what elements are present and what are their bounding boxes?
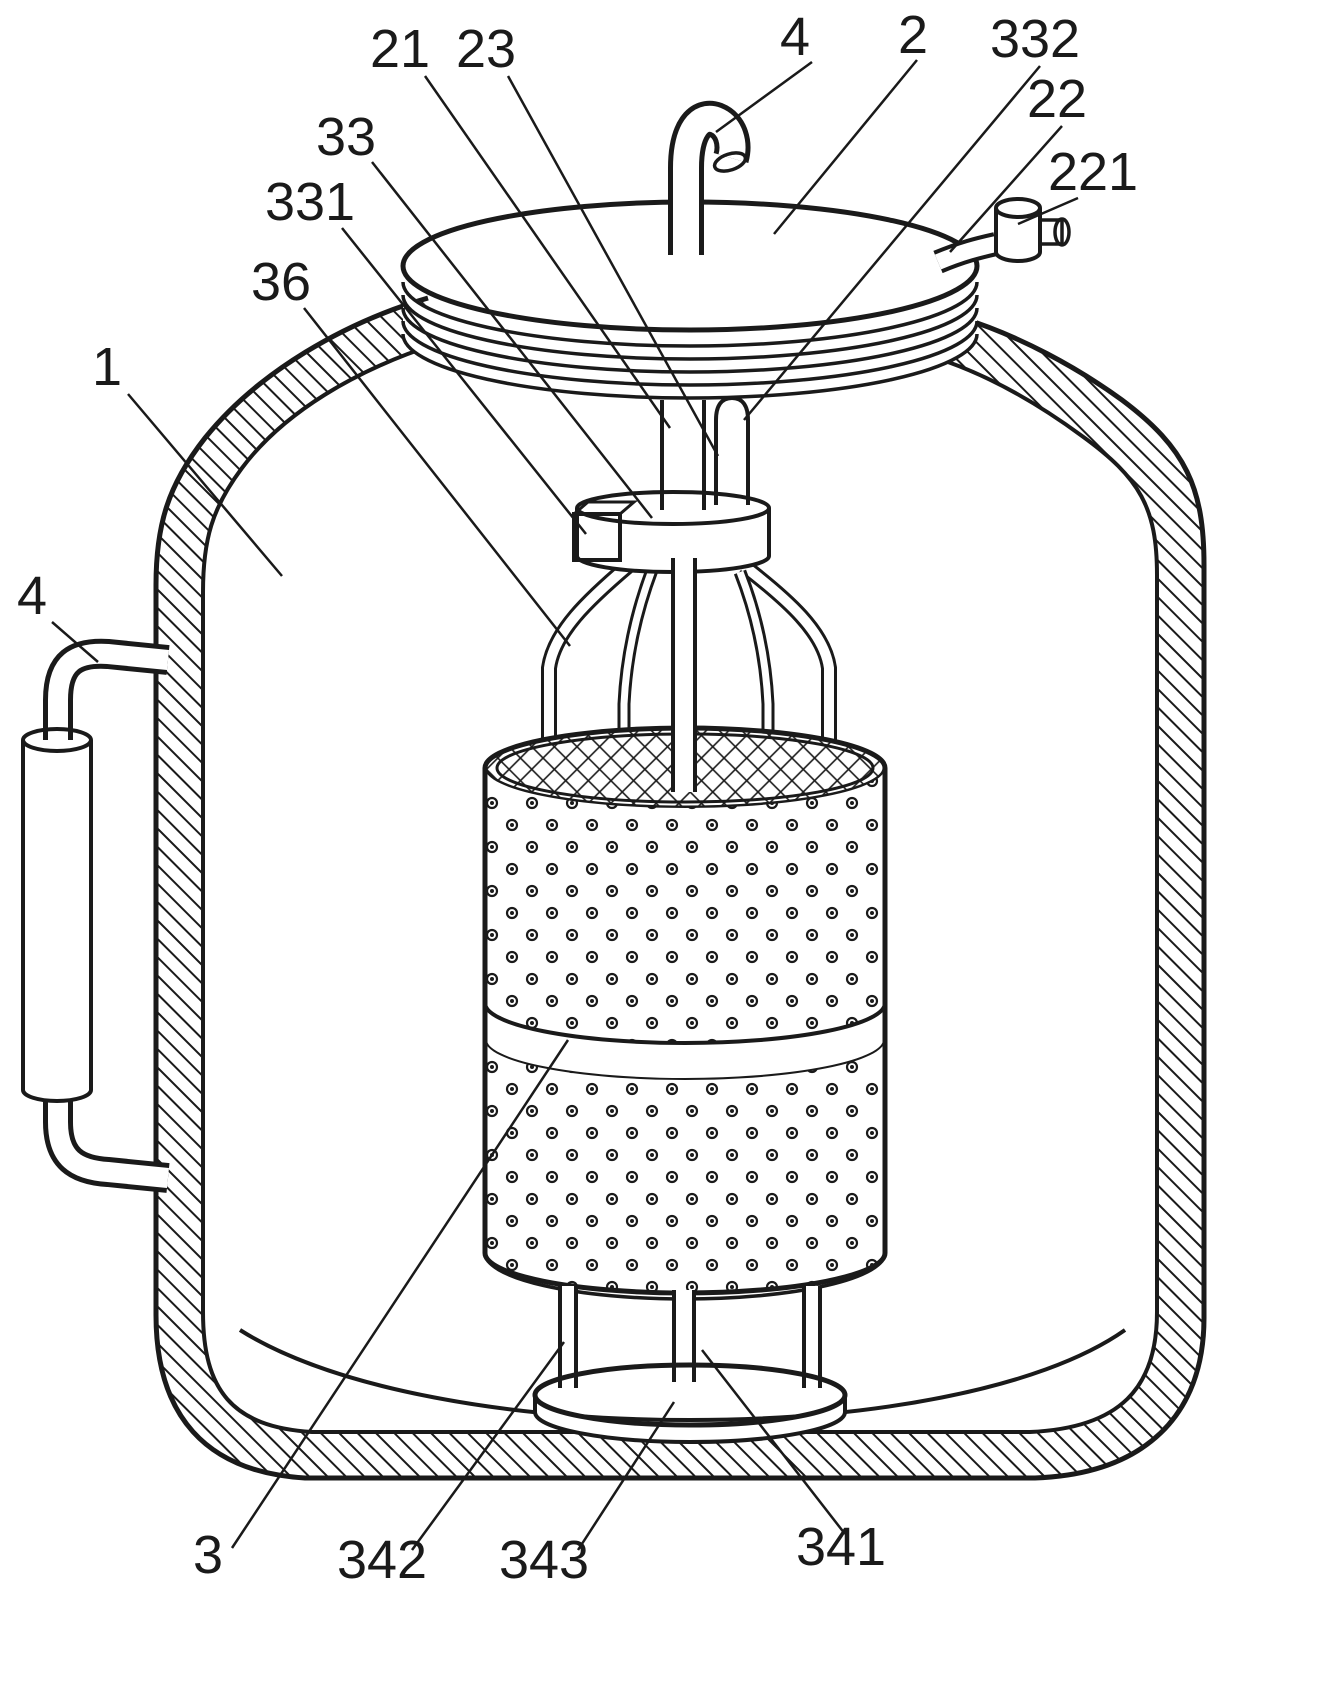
leader-line-3 (230, 1039, 570, 1549)
lid-spout-tube-inner (673, 105, 746, 255)
leader-line-341 (701, 1349, 846, 1535)
base-disk-top (532, 1362, 848, 1428)
lid-ring-3 (401, 307, 979, 374)
leg-outer-left (541, 559, 634, 748)
leader-line-36 (303, 307, 571, 647)
basket-lower-perforated-wall (485, 1040, 885, 1293)
handle-grip-bottom-arc (21, 1089, 93, 1103)
hub-top-rim (575, 490, 771, 526)
ref-label-1: 1 (92, 337, 122, 397)
basket-middle-band (485, 1003, 885, 1080)
side-pipe (714, 395, 750, 505)
ref-label-23: 23 (456, 19, 516, 79)
leader-line-4-left (51, 621, 99, 663)
handle-grip-body (23, 740, 91, 1101)
ref-label-331: 331 (265, 172, 355, 232)
base-pedestal (532, 1286, 848, 1444)
leg-inner-right-inner (736, 570, 772, 745)
square-port-front-face (572, 512, 622, 562)
tank-bottom-interior-curve (238, 1328, 1127, 1422)
filter-basket (482, 725, 888, 1301)
tank-vessel (153, 295, 1207, 1481)
ref-label-33: 33 (316, 107, 376, 167)
lid-ring-5 (401, 333, 979, 400)
leader-line-331 (341, 227, 587, 535)
valve-cylinder-bottom-arc (994, 251, 1042, 263)
lid-spout-mouth (712, 151, 748, 173)
leg-outer-right-inner (740, 562, 834, 748)
leader-line-342 (410, 1341, 566, 1551)
support-legs (541, 559, 837, 748)
tank-outer-outline (153, 295, 1207, 1481)
side-handle (21, 638, 170, 1193)
ref-label-221: 221 (1048, 142, 1138, 202)
leader-line-343 (576, 1401, 676, 1551)
hub-body (577, 508, 769, 572)
leg-inner-left-inner (620, 568, 656, 745)
handle-grip-top-cap (21, 727, 93, 753)
valve-side-nub-cap (1053, 217, 1071, 247)
lid-assembly (400, 100, 1071, 400)
valve-connector-tube-inner (934, 236, 998, 270)
leader-line-332 (743, 65, 1041, 421)
tank-wall-hatching (156, 298, 1204, 1478)
tank-inner-outline (201, 342, 1159, 1434)
base-disk-bottom-arc (533, 1411, 847, 1444)
ref-label-4-top: 4 (780, 7, 810, 67)
ref-label-2: 2 (898, 5, 928, 65)
ref-label-22: 22 (1027, 69, 1087, 129)
handle-lower-tube-inner (48, 1088, 169, 1188)
ref-label-3: 3 (193, 1525, 223, 1585)
leader-line-33 (371, 161, 653, 519)
leader-line-1 (127, 393, 283, 577)
lid-ring-stack-body (403, 280, 977, 398)
ref-label-342: 342 (337, 1530, 427, 1590)
lid-ring-1 (401, 281, 979, 348)
lid-ring-2 (401, 294, 979, 361)
leader-line-21 (423, 75, 672, 429)
lid-ring-4 (401, 320, 979, 387)
ref-label-36: 36 (251, 252, 311, 312)
lid-valve-fitting (933, 197, 1071, 274)
leader-line-23 (506, 75, 720, 457)
ref-label-332: 332 (990, 9, 1080, 69)
leg-outer-left-inner (544, 562, 632, 748)
ref-label-343: 343 (499, 1530, 589, 1590)
leader-line-221 (1017, 196, 1079, 226)
basket-band-upper-arc (483, 1002, 887, 1045)
base-disk-thickness (535, 1395, 845, 1442)
ref-label-21: 21 (370, 19, 430, 79)
handle-upper-tube-inner (48, 643, 169, 742)
leader-line-2 (773, 59, 918, 235)
valve-cylinder-top-cap (994, 197, 1042, 219)
ref-label-341: 341 (796, 1517, 886, 1577)
valve-cylinder-body (996, 208, 1040, 261)
leader-line-4-top (715, 60, 813, 134)
ref-label-4-left: 4 (17, 566, 47, 626)
leader-line-22 (949, 125, 1063, 253)
basket-upper-perforated-wall (485, 768, 885, 1043)
